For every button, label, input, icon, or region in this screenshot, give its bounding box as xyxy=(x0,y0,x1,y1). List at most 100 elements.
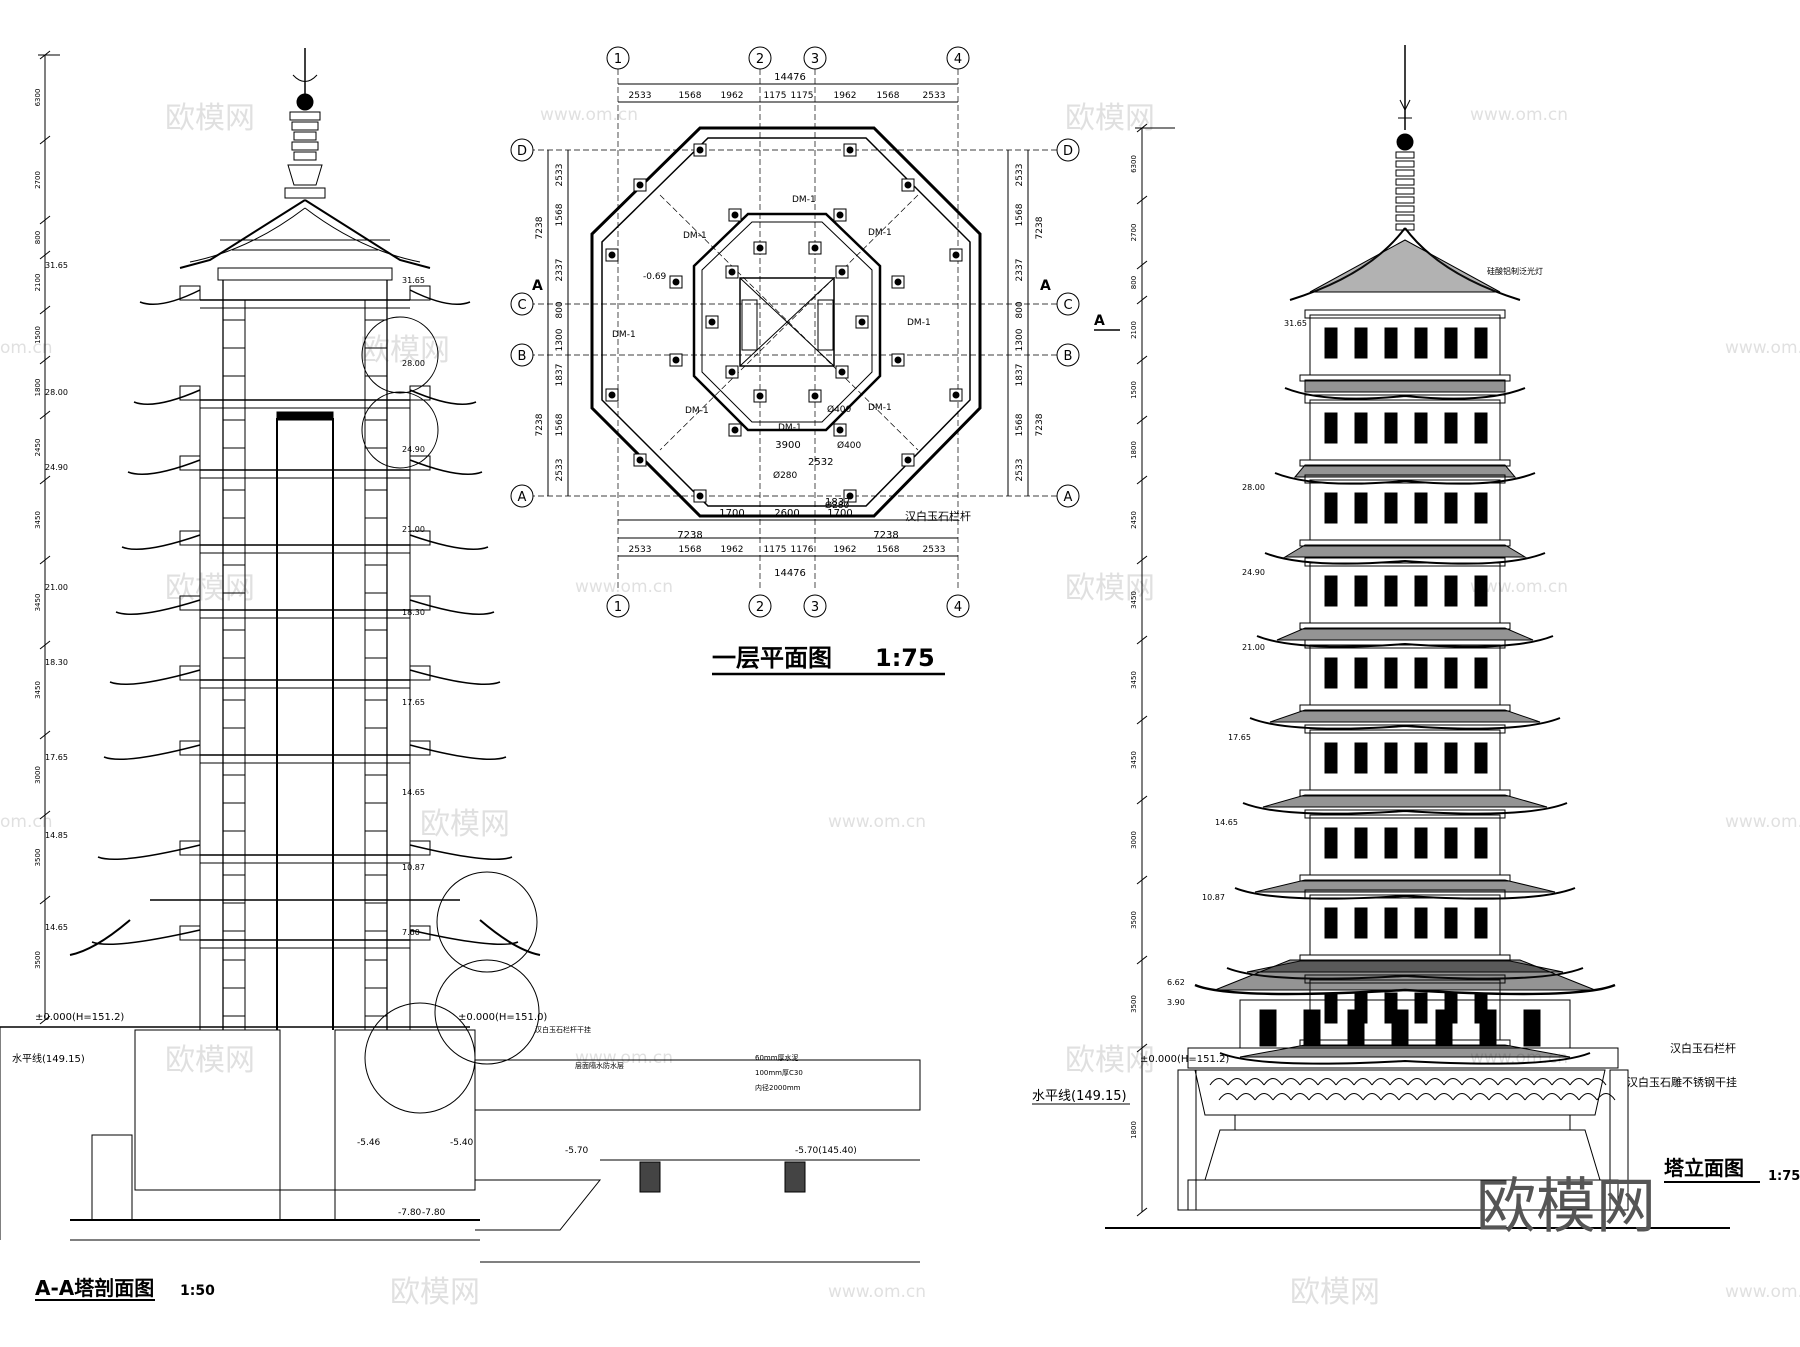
plan-axis-bubble xyxy=(510,138,534,162)
section-bracket xyxy=(409,455,431,471)
elevation-dim-text: 800 xyxy=(1130,276,1138,289)
elevation-window xyxy=(1444,907,1458,939)
elevation-spire xyxy=(1395,151,1415,231)
elevation-eave xyxy=(1264,552,1546,565)
dimension-tick xyxy=(39,730,51,740)
watermark-url: www.om.cn xyxy=(828,812,926,832)
plan-text: 14476 14476 7238 7238 1700 2600 1700 390… xyxy=(532,72,1051,676)
watermark-url: www.om.cn xyxy=(540,105,638,125)
section-elevation-right: 18.30 xyxy=(402,608,425,617)
section-elevation-right: 14.65 xyxy=(402,788,425,797)
elevation-scale-arc xyxy=(1389,1078,1409,1086)
plan-column-core xyxy=(838,268,846,276)
elevation-tier-railing xyxy=(1299,789,1511,797)
elevation-tier-beam xyxy=(1304,557,1506,567)
elevation-eave-roof xyxy=(1276,627,1534,641)
elevation-door xyxy=(1259,1009,1277,1047)
watermark-text: 欧模网 xyxy=(420,807,510,842)
plan-scale: 1:75 xyxy=(875,644,935,672)
plan-axis-label: 4 xyxy=(954,600,962,615)
plan-circle-label: Ø280 xyxy=(773,470,798,481)
plan-bottom-dim: 1962 xyxy=(834,545,857,555)
plan-column-core xyxy=(708,318,716,326)
elevation-window xyxy=(1444,492,1458,524)
elevation-eave-roof xyxy=(1283,544,1527,558)
section-bracket xyxy=(409,740,431,756)
plan-axis-label: C xyxy=(1063,298,1072,313)
plan-circle-label: Ø400 xyxy=(827,404,852,415)
elevation-window xyxy=(1474,827,1488,859)
plan-side-dim: 1300 xyxy=(555,328,565,351)
plan-side-dim: 2533 xyxy=(1015,459,1025,482)
elevation-scale-arc xyxy=(1479,1078,1499,1086)
plan-inner-dim: 2532 xyxy=(808,457,833,468)
elevation-spire-ring xyxy=(1395,205,1415,213)
elevation-window xyxy=(1354,827,1368,859)
elevation-window xyxy=(1354,742,1368,774)
section-elevation-right: 10.87 xyxy=(402,863,425,872)
plan-side-dim: 2533 xyxy=(555,459,565,482)
elevation-level-mark: 6.62 xyxy=(1167,978,1185,987)
elevation-scale-arc xyxy=(1443,1078,1463,1086)
section-bracket xyxy=(179,595,201,611)
elevation-window xyxy=(1414,742,1428,774)
elevation-scale-arc xyxy=(1569,1078,1589,1086)
elevation-window xyxy=(1324,412,1338,444)
plan-axis-label: A xyxy=(518,490,527,505)
elevation-window xyxy=(1324,327,1338,359)
elevation-eave-roof xyxy=(1254,879,1556,893)
plan-top-dim: 1568 xyxy=(679,91,702,101)
elevation-window xyxy=(1444,575,1458,607)
plan-door-label: DM-1 xyxy=(792,195,816,205)
watermark-url: www.om.cn xyxy=(1470,577,1568,597)
section-ground-left: ±0.000(H=151.2) xyxy=(35,1012,124,1023)
section-elevation-left: 21.00 xyxy=(45,583,68,592)
elevation-window xyxy=(1384,657,1398,689)
elevation-spire-ring xyxy=(1395,223,1415,231)
elevation-tier-body xyxy=(1309,479,1501,541)
elevation-window xyxy=(1384,492,1398,524)
plan-column-core xyxy=(731,426,739,434)
elevation-window xyxy=(1384,327,1398,359)
elevation-window xyxy=(1324,742,1338,774)
elevation-tier-body xyxy=(1309,644,1501,706)
elevation-scale-arc xyxy=(1515,1078,1535,1086)
elevation-window xyxy=(1474,907,1488,939)
elevation-tier-beam xyxy=(1304,724,1506,734)
section-floors xyxy=(150,299,460,1017)
elevation-water-level: 水平线(149.15) xyxy=(1032,1089,1127,1104)
plan-column-core xyxy=(836,211,844,219)
elevation-window xyxy=(1324,827,1338,859)
section-dim-text: 2100 xyxy=(34,274,42,292)
watermark-url: www.om.cn xyxy=(1725,1282,1800,1302)
elevation-tier-railing xyxy=(1299,459,1511,467)
elevation-level-mark: 10.87 xyxy=(1202,893,1225,902)
elevation-scale-arc xyxy=(1254,1093,1274,1101)
section-bracket xyxy=(179,740,201,756)
section-eave-left xyxy=(115,599,201,616)
plan-column-core xyxy=(728,268,736,276)
elevation-scale-arc xyxy=(1470,1093,1490,1101)
elevation-window xyxy=(1444,742,1458,774)
plan-axis-bubble xyxy=(510,292,534,316)
elevation-tier-beam xyxy=(1304,639,1506,649)
elevation-spire-ring xyxy=(1395,196,1415,204)
elevation-eave-roof xyxy=(1304,379,1506,393)
elevation-window xyxy=(1414,827,1428,859)
section-eave-left xyxy=(97,844,201,861)
plan-top-dim: 1175 xyxy=(791,91,814,101)
elevation-tier-beam xyxy=(1304,974,1506,984)
plan-axis-bubble xyxy=(946,594,970,618)
plan-axis-label: D xyxy=(517,144,527,159)
section-dim-text: 1800 xyxy=(34,379,42,397)
plan-column-core xyxy=(952,251,960,259)
dimension-tick xyxy=(39,250,51,260)
section-bracket xyxy=(409,840,431,856)
plan-inner-dim: 3900 xyxy=(775,440,800,451)
elevation-scale-arc xyxy=(1425,1078,1445,1086)
elevation-dim-text: 3500 xyxy=(1130,995,1138,1013)
elevation-scale-arc xyxy=(1551,1078,1571,1086)
elevation-section-mark: A xyxy=(1094,313,1105,329)
elevation-scale-arc xyxy=(1371,1078,1391,1086)
section-eave-right xyxy=(409,844,513,861)
